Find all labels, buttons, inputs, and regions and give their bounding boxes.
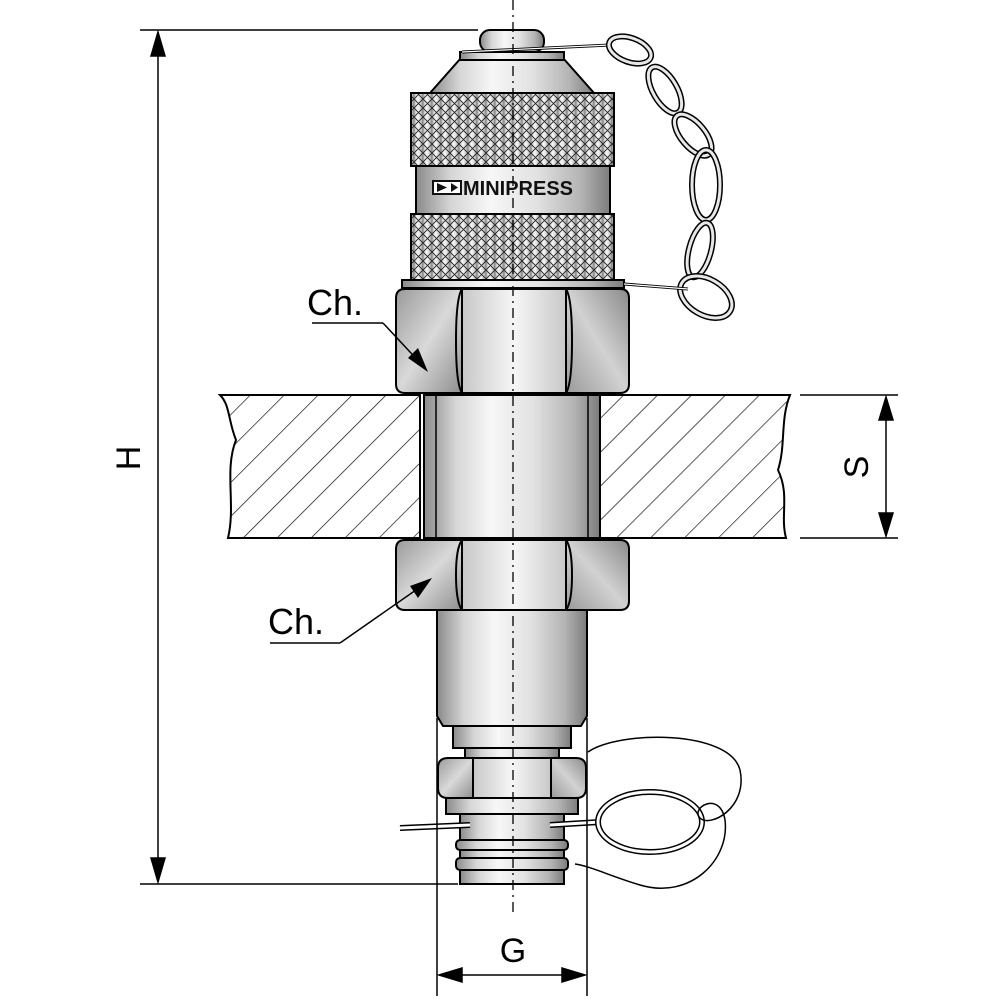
dimension-h [140, 29, 478, 885]
dust-cap-ring [399, 736, 742, 889]
wrench-size-upper-label: Ch. [307, 282, 363, 323]
knurl-upper [410, 92, 615, 167]
upper-hex-nut [395, 288, 630, 394]
dimension-g [436, 718, 588, 996]
dimension-s-label: S [838, 456, 876, 479]
leader-upper [312, 322, 428, 372]
dimension-g-label: G [500, 932, 526, 970]
panel-right [599, 394, 792, 539]
panel-left [217, 394, 421, 539]
dimension-h-label: H [110, 446, 148, 471]
brand-name: MINIPRESS [463, 178, 573, 200]
leader-lower [270, 578, 432, 644]
wrench-size-lower-label: Ch. [268, 601, 324, 642]
body-shank [423, 394, 601, 539]
dimension-s [800, 394, 898, 539]
cap-dome [427, 57, 597, 94]
brand-logo-icon [432, 180, 462, 195]
panel-section [217, 394, 792, 539]
retaining-chain [461, 33, 735, 321]
lower-body [436, 609, 588, 885]
lower-hex-nut [395, 539, 630, 611]
